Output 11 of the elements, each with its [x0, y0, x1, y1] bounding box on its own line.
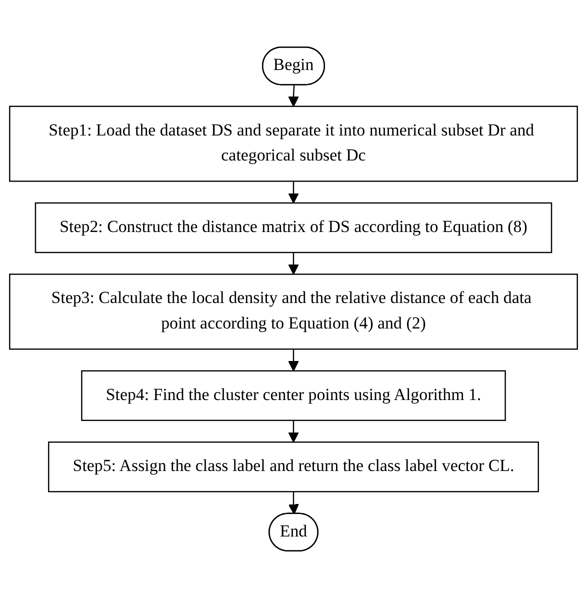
- arrow: [288, 420, 299, 443]
- node-box: Step1: Load the dataset DS and separate it into numerical subset Dr and categorical subset Dc: [9, 106, 578, 182]
- arrow: [288, 181, 299, 204]
- arrow: [288, 492, 299, 514]
- arrow: [288, 85, 299, 107]
- node-box: Step2: Construct the distance matrix of DS according to Equation (8): [34, 202, 552, 254]
- node-box: Step4: Find the cluster center points using Algorithm 1.: [81, 370, 506, 421]
- arrow: [288, 252, 299, 275]
- node-box: Step5: Assign the class label and return the class label vector CL.: [48, 442, 539, 492]
- arrow: [288, 349, 299, 372]
- node-box: Step3: Calculate the local density and the relative distance of each data point according to Equation (4) and (2): [9, 274, 578, 350]
